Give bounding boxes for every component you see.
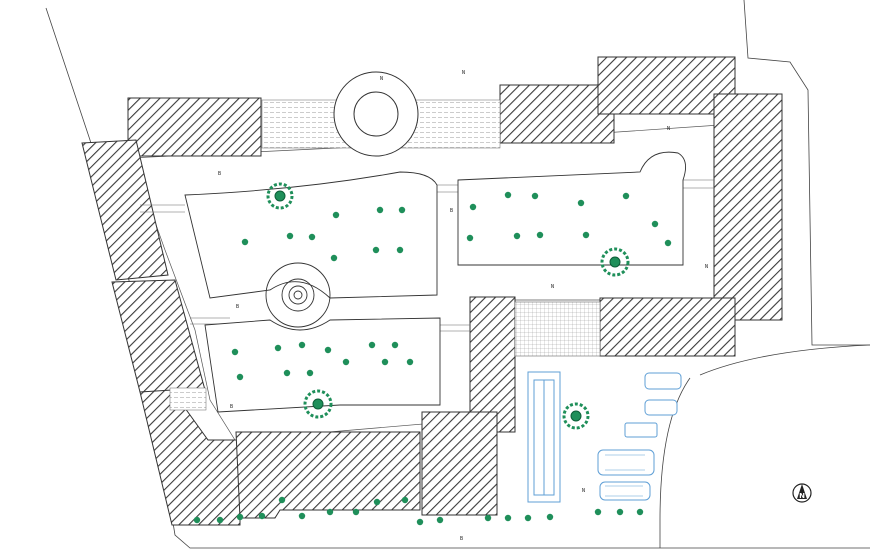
shrub-icon xyxy=(436,516,444,524)
tree-3 xyxy=(303,389,333,419)
plan-note: B xyxy=(230,404,233,410)
large-trees xyxy=(266,182,630,430)
building-south xyxy=(235,431,421,519)
shrub-icon xyxy=(531,192,539,200)
car-1 xyxy=(644,372,682,390)
tree-4 xyxy=(562,402,590,430)
plan-note: N xyxy=(582,488,585,494)
shrub-icon xyxy=(324,346,332,354)
shrubs xyxy=(193,191,672,526)
car-4 xyxy=(599,481,651,501)
shrub-icon xyxy=(298,512,306,520)
shrub-icon xyxy=(469,203,477,211)
building-center-east xyxy=(599,297,736,357)
shrub-icon xyxy=(278,496,286,504)
plan-note: N xyxy=(551,284,554,290)
shrub-icon xyxy=(577,199,585,207)
plan-note: N xyxy=(380,76,383,82)
shrub-icon xyxy=(484,514,492,522)
shrub-icon xyxy=(416,518,424,526)
fountain xyxy=(265,262,331,328)
north-plaza xyxy=(261,71,501,157)
shrub-icon xyxy=(342,358,350,366)
shrub-icon xyxy=(216,516,224,524)
building-north-west xyxy=(127,97,262,157)
shrub-icon xyxy=(236,373,244,381)
grid-paving xyxy=(514,301,601,357)
building-west-1 xyxy=(81,139,169,281)
shrub-icon xyxy=(274,344,282,352)
shrub-icon xyxy=(504,514,512,522)
shrub-icon xyxy=(373,498,381,506)
bus-stop xyxy=(527,371,561,503)
shrub-icon xyxy=(236,513,244,521)
shrub-icon xyxy=(283,369,291,377)
shrub-icon xyxy=(513,232,521,240)
shrub-icon xyxy=(352,508,360,516)
connectors xyxy=(140,179,714,332)
building-east xyxy=(713,93,783,321)
car-3 xyxy=(624,422,658,438)
shrub-icon xyxy=(651,220,659,228)
shrub-icon xyxy=(372,246,380,254)
north-arrow-icon: N xyxy=(792,483,812,503)
shrub-icon xyxy=(398,206,406,214)
shrub-icon xyxy=(308,233,316,241)
shrub-icon xyxy=(524,514,532,522)
plan-note: N xyxy=(462,70,465,76)
shrub-icon xyxy=(396,246,404,254)
shrub-icon xyxy=(406,358,414,366)
shrub-icon xyxy=(636,508,644,516)
plan-note: B xyxy=(236,304,239,310)
tree-1 xyxy=(266,182,294,210)
stairs-west xyxy=(169,387,207,411)
plan-note: B xyxy=(450,208,453,214)
garden-beds xyxy=(184,151,687,413)
shrub-icon xyxy=(193,516,201,524)
shrub-icon xyxy=(330,254,338,262)
shrub-icon xyxy=(391,341,399,349)
building-center xyxy=(469,296,516,433)
shrub-icon xyxy=(381,358,389,366)
garden-bed-south xyxy=(204,317,441,413)
buildings xyxy=(81,56,783,526)
van-1 xyxy=(597,449,655,476)
plan-note: B xyxy=(218,171,221,177)
shrub-icon xyxy=(536,231,544,239)
shrub-icon xyxy=(306,369,314,377)
shrub-icon xyxy=(504,191,512,199)
shrub-icon xyxy=(401,496,409,504)
north-arrow-label: N xyxy=(799,492,805,500)
plan-notes: N N N N N N B B B B B xyxy=(218,70,708,542)
shrub-icon xyxy=(466,234,474,242)
tree-2 xyxy=(600,247,630,277)
shrub-icon xyxy=(326,508,334,516)
shrub-icon xyxy=(616,508,624,516)
shrub-icon xyxy=(582,231,590,239)
shrub-icon xyxy=(258,512,266,520)
shrub-icon xyxy=(286,232,294,240)
shrub-icon xyxy=(241,238,249,246)
building-north-east xyxy=(597,56,736,115)
plan-note: B xyxy=(460,536,463,542)
building-north-center xyxy=(499,84,615,144)
shrub-icon xyxy=(368,341,376,349)
shrub-icon xyxy=(594,508,602,516)
vehicles xyxy=(597,372,682,501)
plan-note: N xyxy=(667,126,670,132)
shrub-icon xyxy=(332,211,340,219)
shrub-icon xyxy=(298,341,306,349)
building-west-2 xyxy=(111,279,206,393)
shrub-icon xyxy=(231,348,239,356)
shrub-icon xyxy=(546,513,554,521)
building-south-center xyxy=(421,411,498,516)
shrub-icon xyxy=(622,192,630,200)
shrub-icon xyxy=(376,206,384,214)
car-2 xyxy=(644,399,678,416)
shrub-icon xyxy=(664,239,672,247)
plan-note: N xyxy=(705,264,708,270)
garden-bed-northeast xyxy=(457,151,687,266)
